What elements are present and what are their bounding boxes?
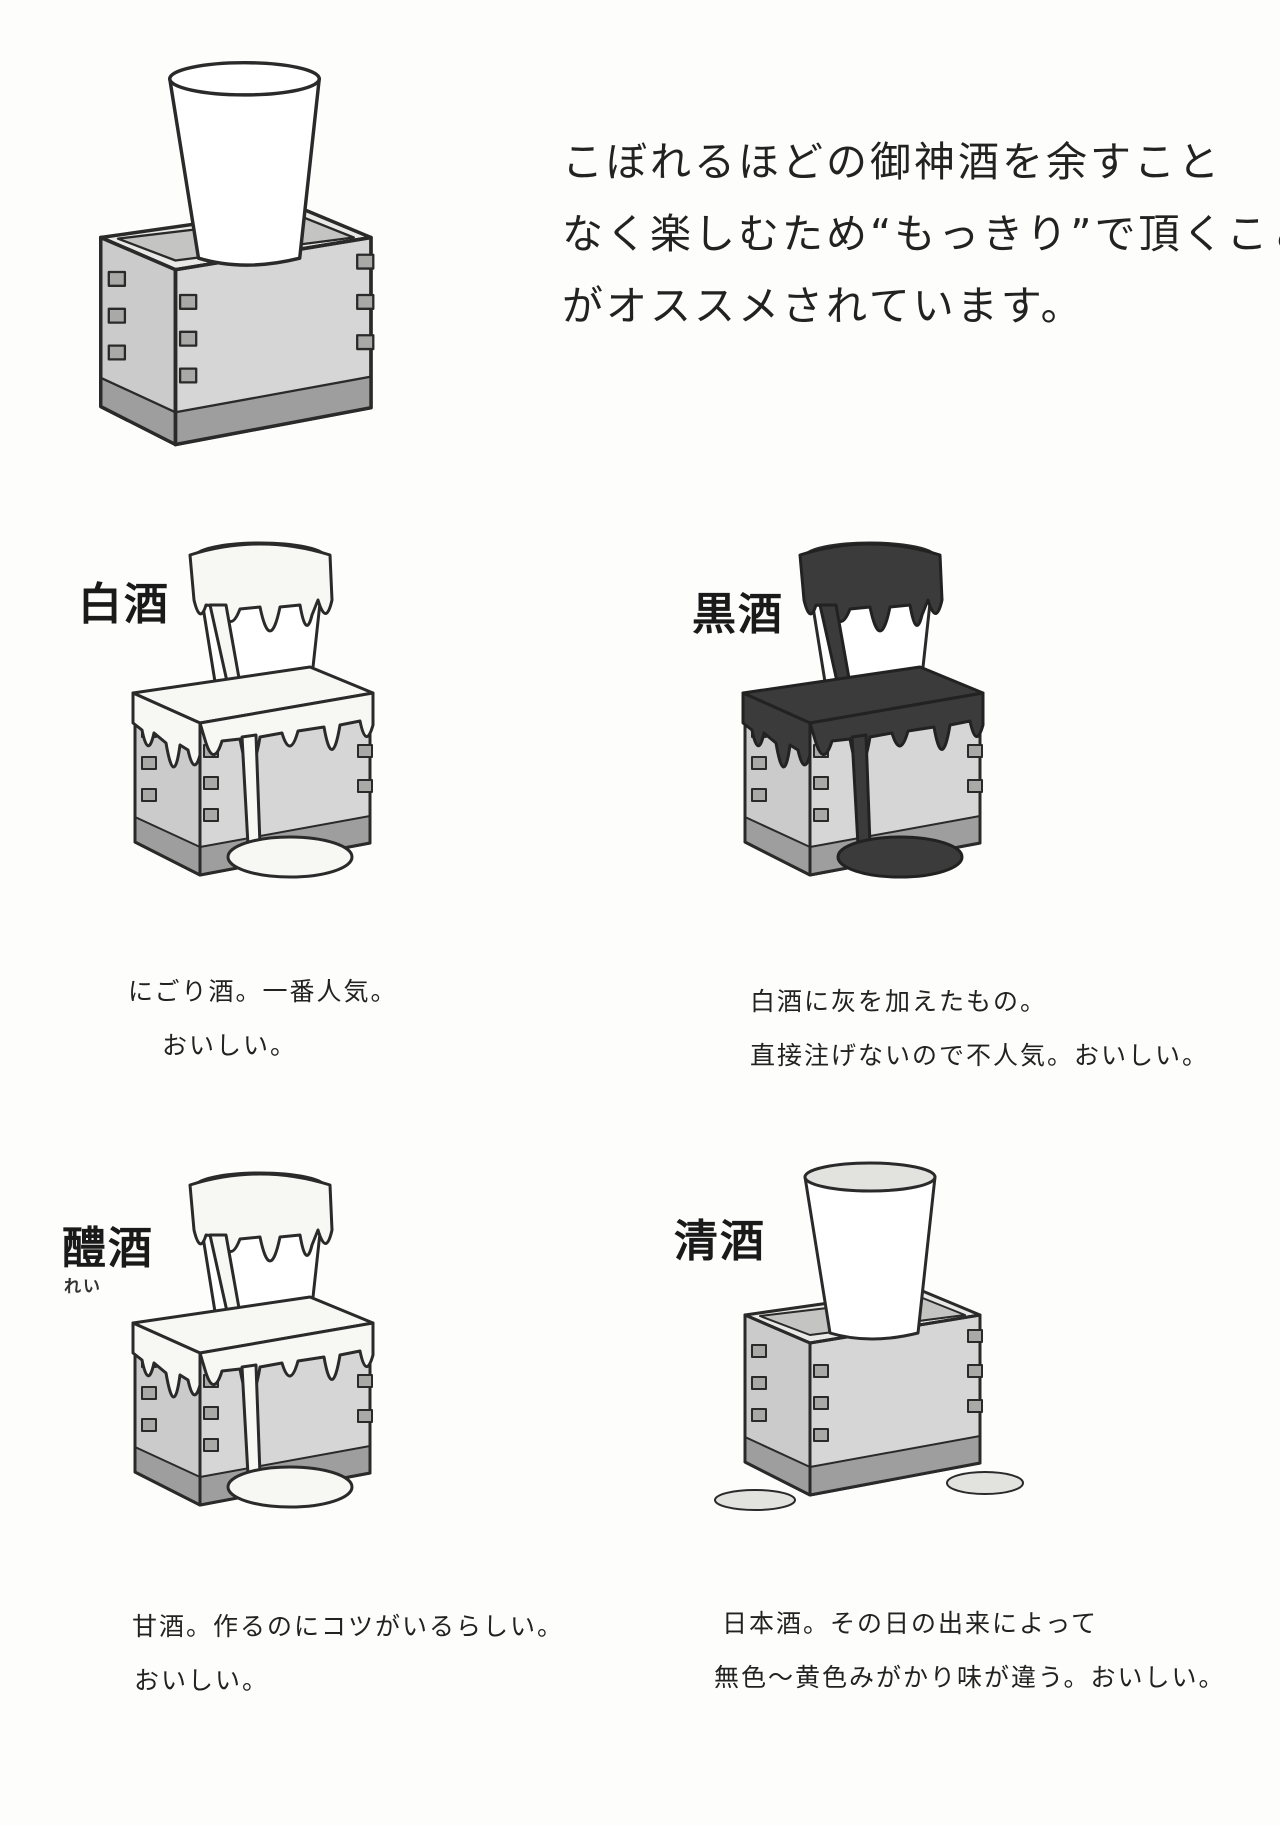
masu-cup-icon <box>99 60 375 447</box>
panel-title-shiroki: 白酒 <box>78 579 170 630</box>
intro-line: こぼれるほどの御神酒を余すこと <box>562 138 1222 186</box>
intro-text: こぼれるほどの御神酒を余すこと なく楽しむため“もっきり”で頂くこと がオススメ… <box>562 126 1280 342</box>
black-sake-masu-icon <box>741 541 985 879</box>
panel-title-seishu: 清酒 <box>674 1216 766 1267</box>
panel-desc-seishu: 日本酒。その日の出来によって 無色〜黄色みがかり味が違う。おいしい。 <box>714 1597 1226 1705</box>
panel-title-reishu: 醴酒 <box>62 1223 154 1274</box>
desc-line: 無色〜黄色みがかり味が違う。おいしい。 <box>714 1663 1226 1692</box>
desc-line: 日本酒。その日の出来によって <box>722 1609 1099 1638</box>
panel-desc-reishu: 甘酒。作るのにコツがいるらしい。 おいしい。 <box>132 1600 564 1708</box>
panel-title-kuroki: 黒酒 <box>692 589 784 640</box>
desc-line: おいしい。 <box>162 1031 298 1060</box>
desc-line: 甘酒。作るのにコツがいるらしい。 <box>132 1612 565 1641</box>
desc-line: 直接注げないので不人気。おいしい。 <box>750 1041 1210 1070</box>
white-sake-masu-icon <box>131 541 375 879</box>
desc-line: にごり酒。一番人気。 <box>128 977 398 1006</box>
desc-line: おいしい。 <box>134 1666 270 1695</box>
panel-ruby-reishu: れい <box>64 1277 102 1297</box>
intro-line: がオススメされています。 <box>562 282 1085 330</box>
desc-line: 白酒に灰を加えたもの。 <box>750 987 1048 1016</box>
panel-desc-kuroki: 白酒に灰を加えたもの。 直接注げないので不人気。おいしい。 <box>750 975 1209 1083</box>
intro-line: なく楽しむため“もっきり”で頂くこと <box>562 210 1280 258</box>
panel-desc-shiroki: にごり酒。一番人気。 おいしい。 <box>128 965 398 1073</box>
clear-sake-masu-icon <box>714 1161 1024 1511</box>
rei-sake-masu-icon <box>131 1171 375 1509</box>
